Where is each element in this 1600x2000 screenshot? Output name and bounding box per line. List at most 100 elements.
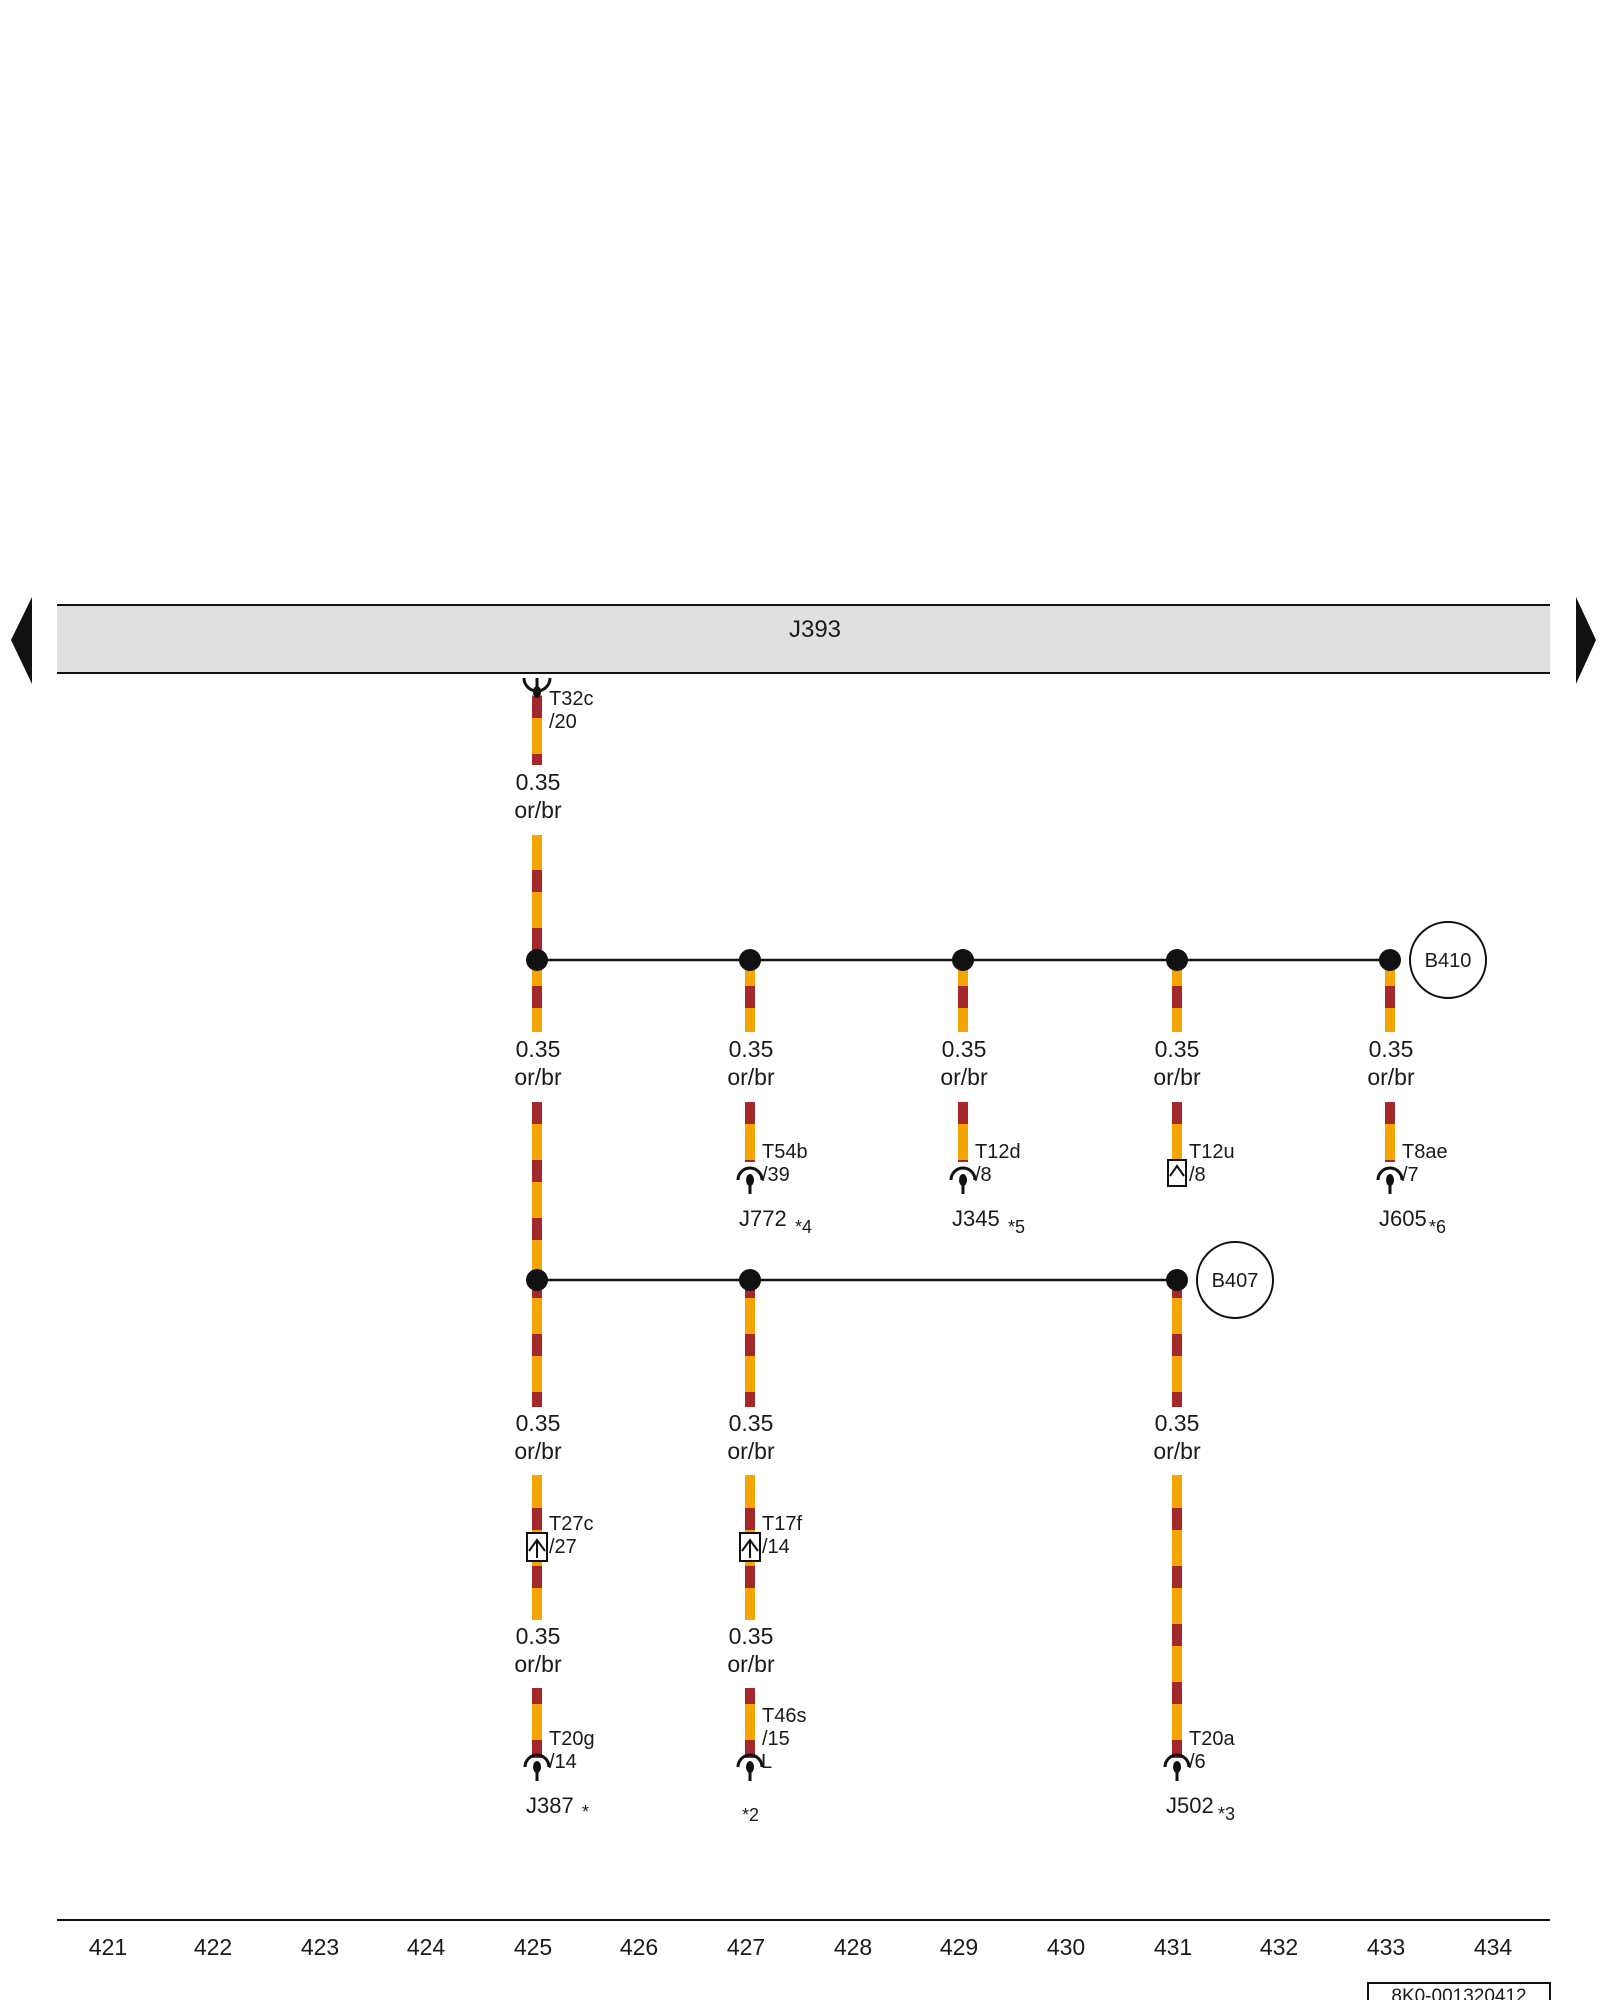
pin-connector-icon <box>736 1753 764 1781</box>
column-number: 424 <box>407 1934 446 1960</box>
document-reference: 8K0-001320412 <box>1367 1982 1551 2000</box>
connector-name: T27c <box>549 1513 593 1535</box>
junction-dot <box>1166 1269 1188 1291</box>
column-number: 433 <box>1367 1934 1405 1960</box>
junction-dot <box>952 949 974 971</box>
connector-name: T17f <box>762 1513 802 1535</box>
wire <box>1172 1475 1182 1758</box>
wire <box>745 1285 755 1407</box>
connector-name: T32c <box>549 688 593 710</box>
component-name[interactable]: J502 <box>1166 1793 1214 1818</box>
wire <box>532 1688 542 1758</box>
junction-b410[interactable]: B410 <box>1409 921 1487 999</box>
pin-connector-icon <box>522 677 552 698</box>
column-number: 431 <box>1154 1934 1192 1960</box>
junction-b407[interactable]: B407 <box>1196 1241 1274 1319</box>
wire-color: or/br <box>1153 1064 1201 1090</box>
pin-connector-icon <box>523 1753 551 1781</box>
column-number: 428 <box>834 1934 872 1960</box>
wire-color: or/br <box>727 1651 775 1677</box>
connector-pin: /14 <box>762 1536 790 1558</box>
junction-circle <box>1196 1241 1274 1319</box>
connector-extra: L <box>761 1751 772 1773</box>
column-number: 429 <box>940 1934 978 1960</box>
connector-pin: /8 <box>975 1164 992 1186</box>
column-numbers: 421 422 423 424 425 426 427 428 429 430 … <box>89 1934 1513 1960</box>
junction-dot <box>739 949 761 971</box>
connector-name: T8ae <box>1402 1141 1448 1163</box>
pin-connector-icon <box>1163 1753 1191 1781</box>
connector-pin: /14 <box>549 1751 577 1773</box>
column-number: 425 <box>514 1934 552 1960</box>
connector-pin: /15 <box>762 1728 790 1750</box>
junction-label: B410 <box>1425 950 1472 972</box>
wire-gauge: 0.35 <box>516 1410 561 1436</box>
connector-name: T20a <box>1189 1728 1235 1750</box>
pin-connector-icon <box>949 1166 977 1194</box>
component-name[interactable]: J387 <box>526 1793 574 1818</box>
wire-gauge: 0.35 <box>1155 1036 1200 1062</box>
wire-color: or/br <box>514 1651 562 1677</box>
column-number: 422 <box>194 1934 232 1960</box>
component-name[interactable]: J772 <box>739 1206 787 1231</box>
wire-gauge: 0.35 <box>516 1623 561 1649</box>
column-number: 426 <box>620 1934 658 1960</box>
column-number: 430 <box>1047 1934 1085 1960</box>
connector-name: T54b <box>762 1141 808 1163</box>
arrow-right-icon[interactable] <box>1576 597 1596 684</box>
wire <box>745 1688 755 1758</box>
connector-name: T46s <box>762 1705 806 1727</box>
junction-dots <box>526 949 1401 1291</box>
column-number: 421 <box>89 1934 127 1960</box>
wire <box>532 695 542 765</box>
wire-gauge: 0.35 <box>516 1036 561 1062</box>
junction-dot <box>1166 949 1188 971</box>
component-note: *2 <box>742 1805 759 1825</box>
junction-label: B407 <box>1212 1270 1259 1292</box>
connector-pin: /6 <box>1189 1751 1206 1773</box>
wire <box>532 835 542 1032</box>
pin-connector-icon <box>1376 1166 1404 1194</box>
connector-pin: /20 <box>549 711 577 733</box>
box-connector-icon <box>739 1532 761 1562</box>
wire-gauge: 0.35 <box>1155 1410 1200 1436</box>
wire-color: or/br <box>1153 1438 1201 1464</box>
document-reference-box <box>1367 1982 1551 2000</box>
wire-gauge: 0.35 <box>1369 1036 1414 1062</box>
wire-color: or/br <box>514 797 562 823</box>
box-connector-icon <box>1167 1159 1187 1187</box>
connector-name: T12u <box>1189 1141 1235 1163</box>
arrow-left-icon[interactable] <box>11 597 32 684</box>
wire <box>1385 968 1395 1032</box>
wire-color: or/br <box>514 1438 562 1464</box>
column-number: 432 <box>1260 1934 1298 1960</box>
component-note: * <box>582 1802 589 1822</box>
wire <box>1172 1102 1182 1162</box>
wire-color: or/br <box>727 1064 775 1090</box>
component-name[interactable]: J605 <box>1379 1206 1427 1231</box>
junction-dot <box>526 1269 548 1291</box>
wire-gauge: 0.35 <box>729 1410 774 1436</box>
wire-labels: 0.35 or/br 0.35 or/br 0.35 or/br 0.35 or… <box>514 769 1415 1677</box>
wire-color: or/br <box>727 1438 775 1464</box>
column-number: 434 <box>1474 1934 1513 1960</box>
wire <box>958 968 968 1032</box>
component-note: *6 <box>1429 1217 1446 1237</box>
component-note: *3 <box>1218 1804 1235 1824</box>
wire <box>745 968 755 1032</box>
wire <box>532 1102 542 1407</box>
wire-gauge: 0.35 <box>729 1623 774 1649</box>
component-note: *4 <box>795 1217 812 1237</box>
column-number: 427 <box>727 1934 765 1960</box>
control-unit-label: J393 <box>789 616 841 643</box>
junction-circle <box>1409 921 1487 999</box>
wire-gauge: 0.35 <box>942 1036 987 1062</box>
wire <box>1172 1285 1182 1407</box>
control-unit-box <box>57 605 1550 673</box>
connector-name: T20g <box>549 1728 595 1750</box>
connector-pin: /39 <box>762 1164 790 1186</box>
component-name[interactable]: J345 <box>952 1206 1000 1231</box>
connector-pin: /27 <box>549 1536 577 1558</box>
wire-color: or/br <box>1367 1064 1415 1090</box>
